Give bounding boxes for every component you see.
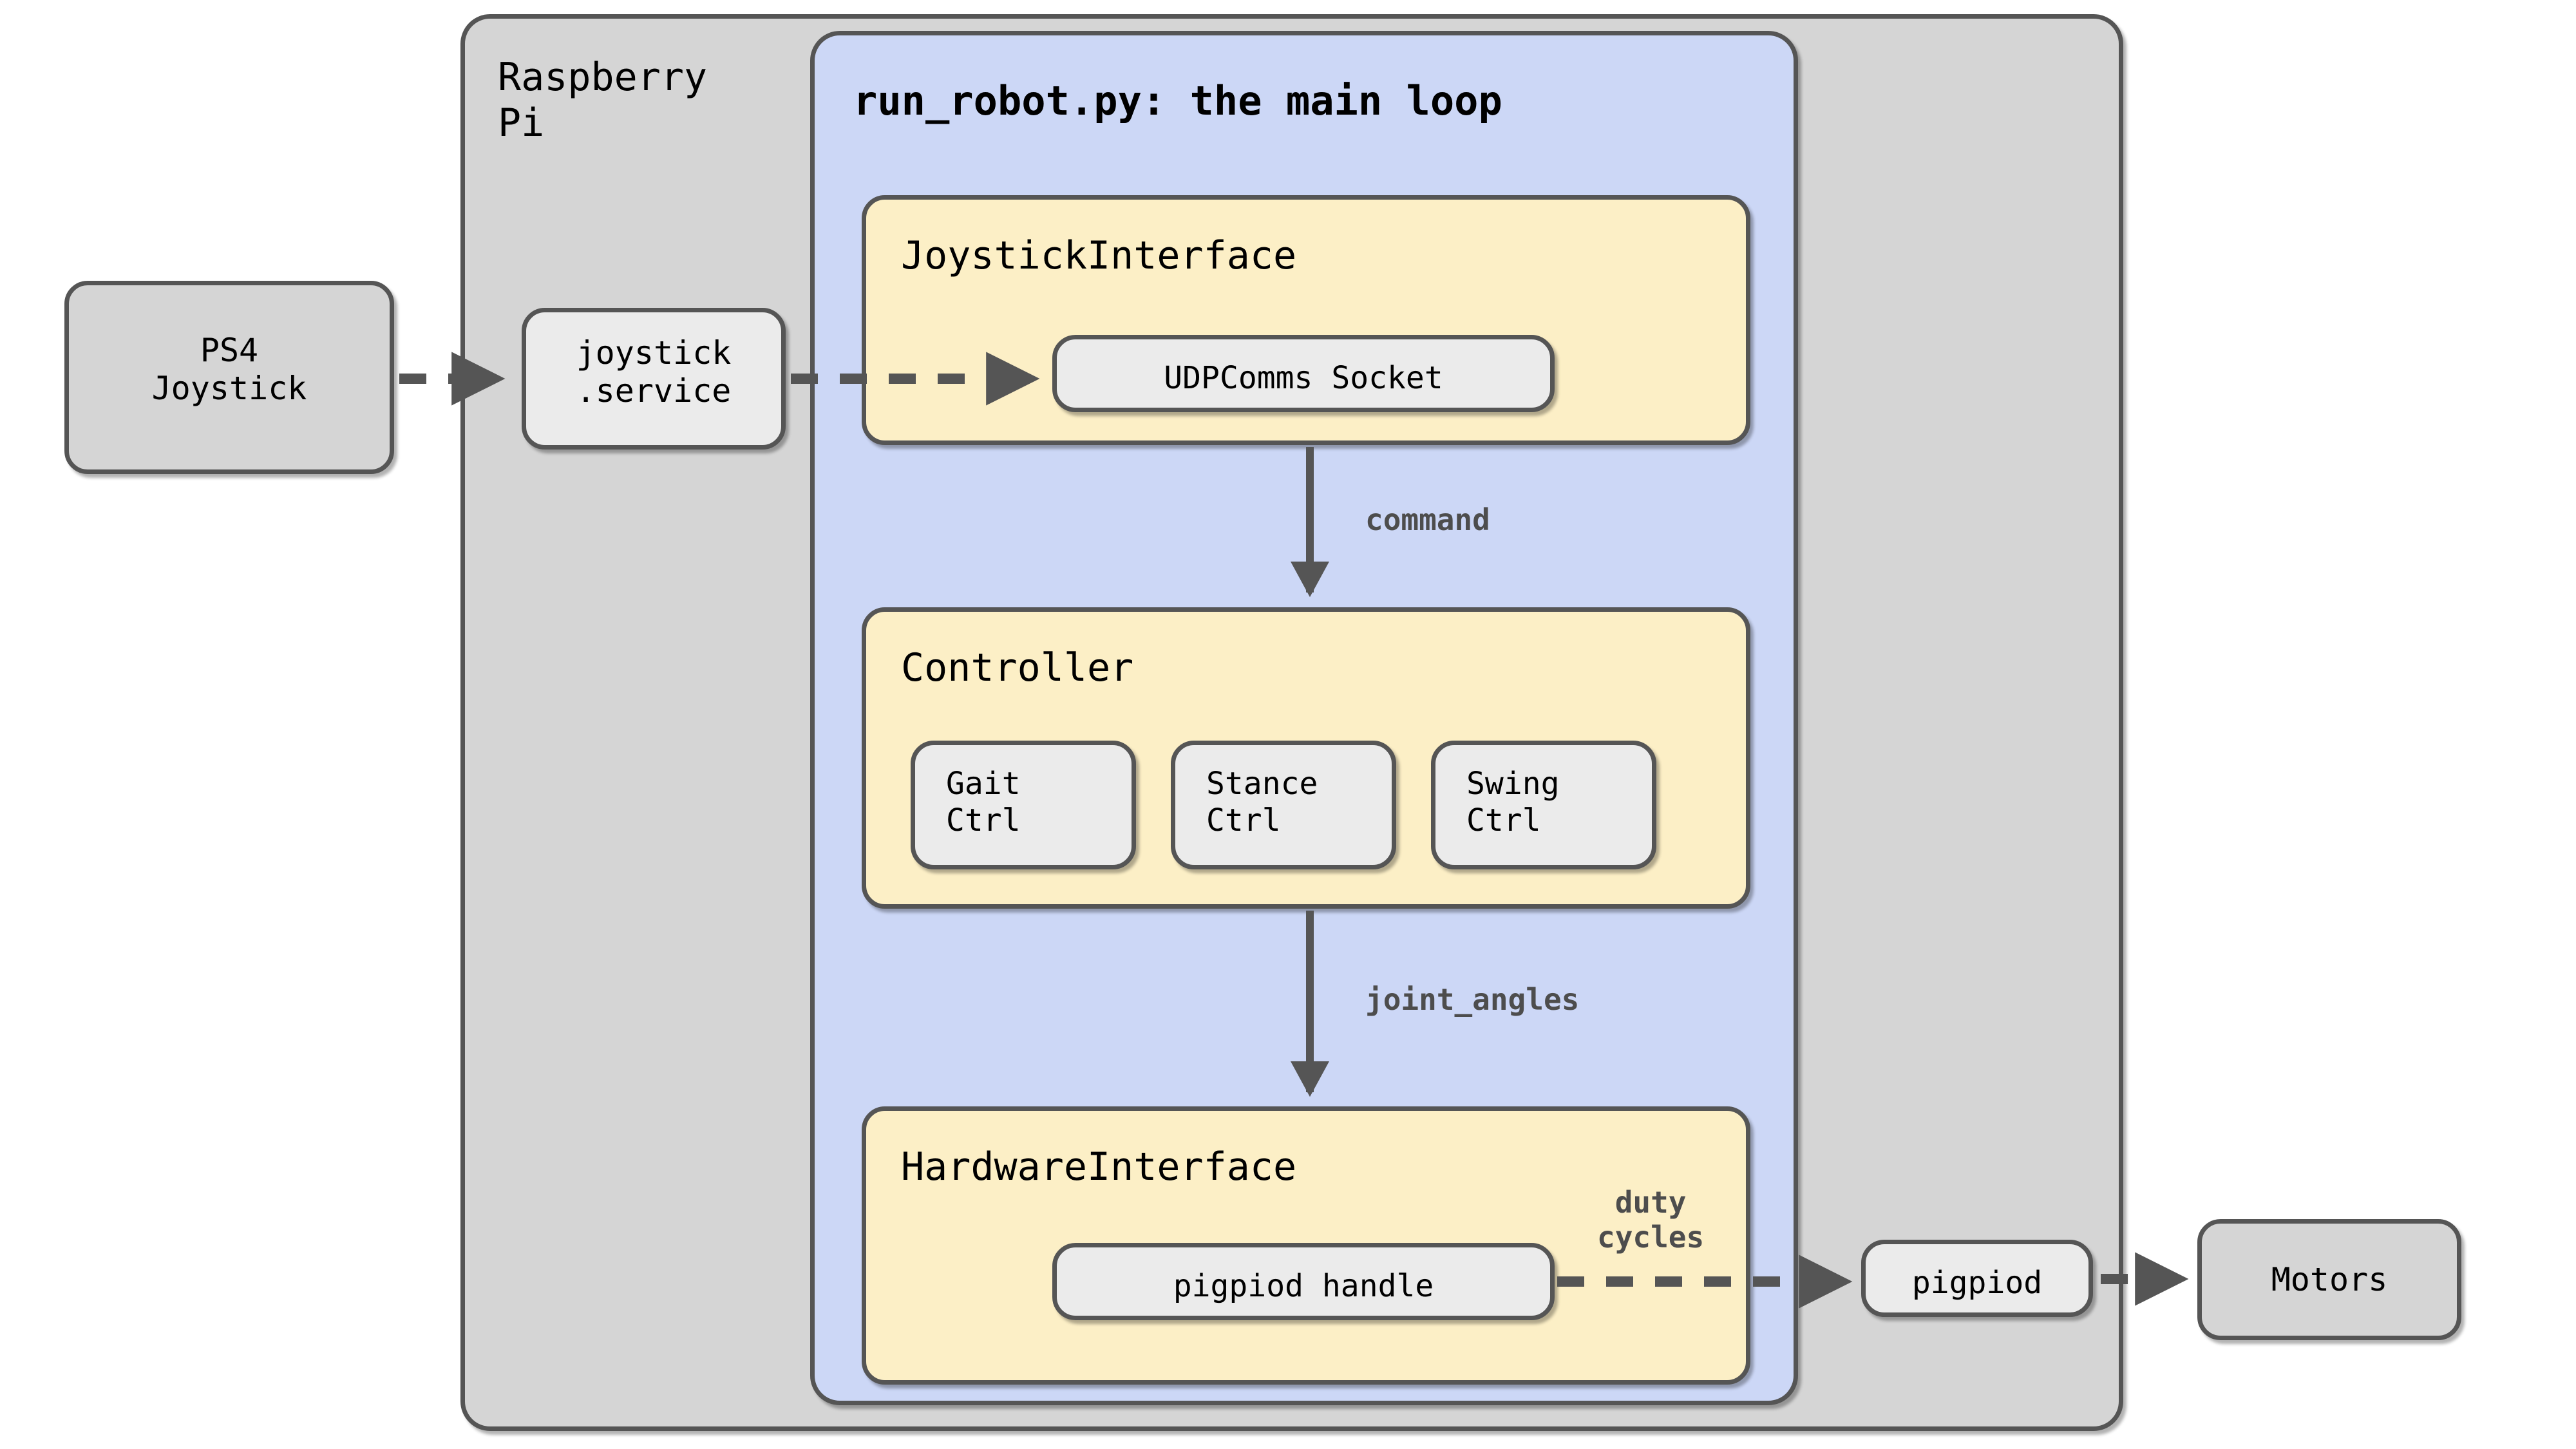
node-ps4-joystick-label: PS4 Joystick [151, 332, 307, 407]
node-udpcomms-socket[interactable]: UDPComms Socket [1052, 335, 1555, 412]
edge-label-command: command [1365, 502, 1490, 537]
node-pigpiod[interactable]: pigpiod [1861, 1240, 2093, 1317]
node-swing-ctrl[interactable]: Swing Ctrl [1431, 741, 1656, 869]
node-controller-label: Controller [901, 645, 1134, 690]
node-stance-ctrl-label: Stance Ctrl [1206, 766, 1318, 838]
node-stance-ctrl[interactable]: Stance Ctrl [1171, 741, 1396, 869]
node-ps4-joystick[interactable]: PS4 Joystick [64, 281, 394, 474]
node-udpcomms-socket-label: UDPComms Socket [1164, 360, 1443, 396]
main-loop-title: run_robot.py: the main loop [853, 77, 1502, 124]
edge-label-duty-cycles: duty cycles [1597, 1185, 1705, 1255]
node-gait-ctrl-label: Gait Ctrl [946, 766, 1021, 838]
node-pigpiod-handle-label: pigpiod handle [1173, 1268, 1434, 1304]
node-pigpiod-handle[interactable]: pigpiod handle [1052, 1243, 1555, 1320]
node-motors[interactable]: Motors [2197, 1219, 2461, 1340]
node-joystick-service-label: joystick .service [576, 334, 732, 410]
node-hardware-interface-label: HardwareInterface [901, 1144, 1297, 1189]
node-pigpiod-label: pigpiod [1911, 1265, 2043, 1301]
node-swing-ctrl-label: Swing Ctrl [1466, 766, 1560, 838]
node-joystick-interface-label: JoystickInterface [901, 233, 1297, 278]
node-joystick-service[interactable]: joystick .service [522, 308, 786, 450]
node-gait-ctrl[interactable]: Gait Ctrl [911, 741, 1136, 869]
container-raspberry-pi-label: Raspberry Pi [498, 55, 708, 146]
node-joystick-interface[interactable]: JoystickInterface [862, 195, 1750, 445]
node-motors-label: Motors [2271, 1261, 2388, 1298]
edge-label-joint-angles: joint_angles [1365, 982, 1580, 1017]
